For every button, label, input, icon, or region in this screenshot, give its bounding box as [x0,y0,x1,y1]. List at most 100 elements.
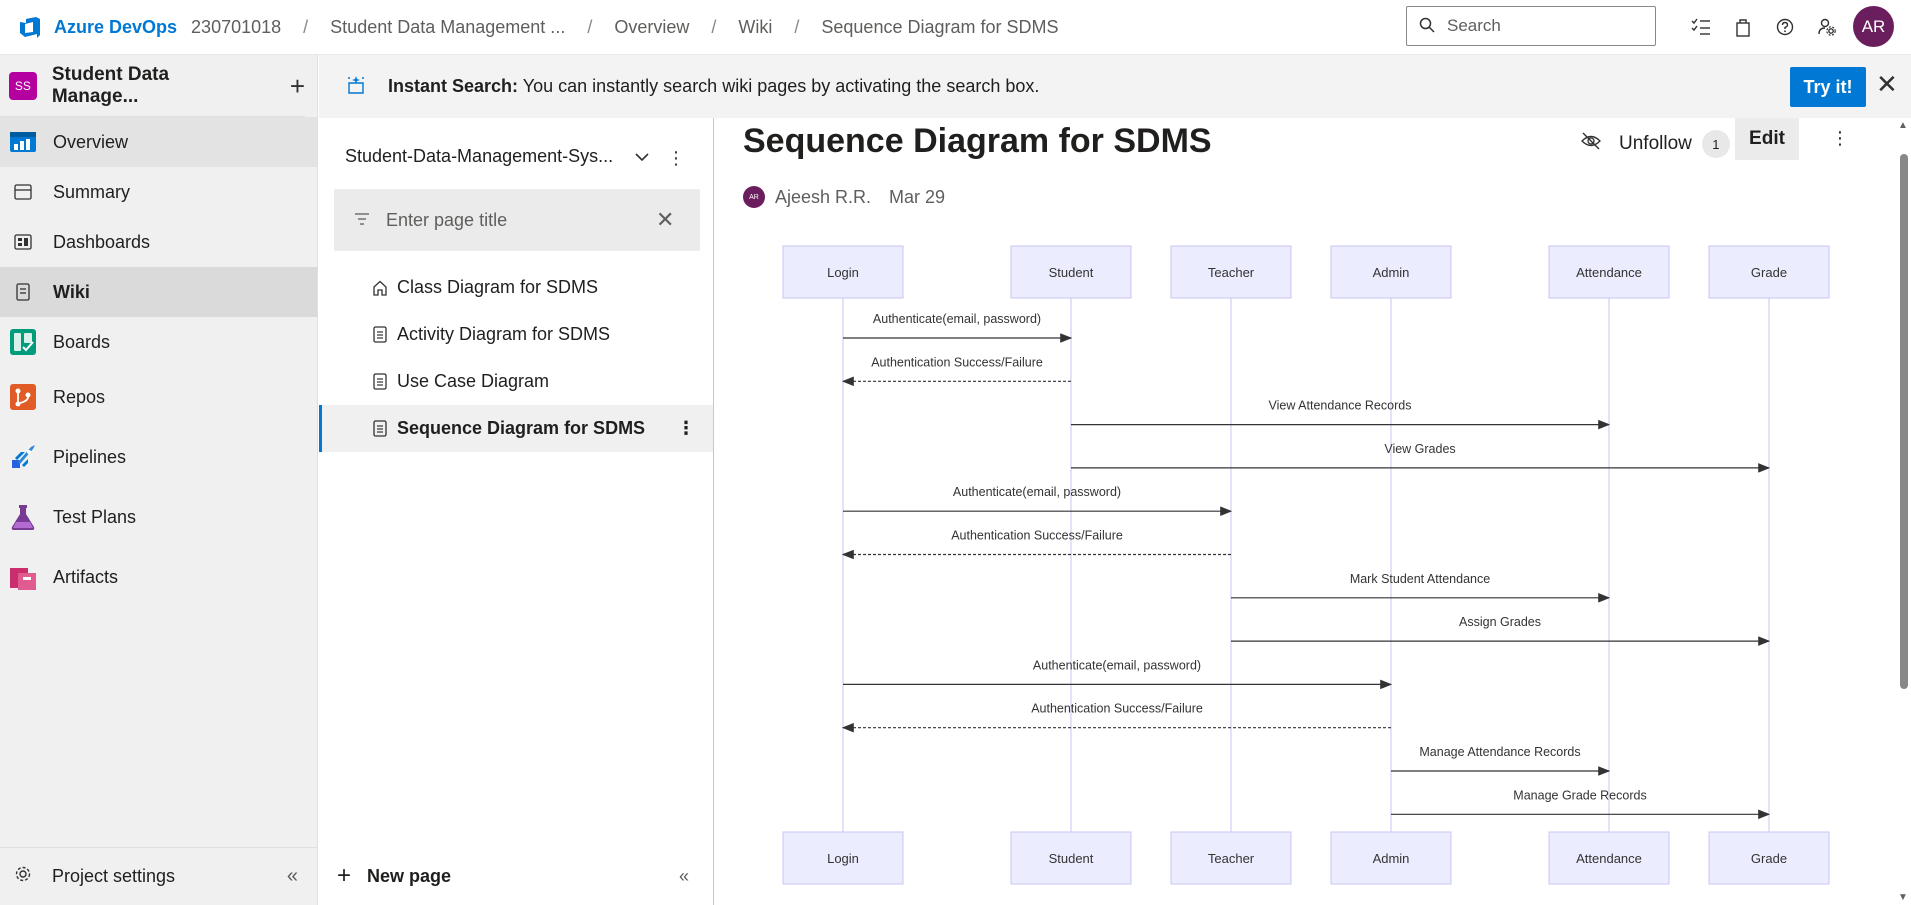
user-avatar[interactable]: AR [1853,6,1894,47]
page-item-activity-diagram[interactable]: Activity Diagram for SDMS [319,311,713,358]
new-page-button[interactable]: + New page [337,847,451,905]
close-icon[interactable]: ✕ [1876,69,1898,99]
more-options-icon[interactable]: ⋮ [677,418,695,438]
project-name[interactable]: Student Data Manage... [51,63,170,107]
nav-label: Test Plans [53,506,137,527]
message-9: Authenticate(email, password) [843,658,1393,690]
participant-attendance-top: Attendance [1548,245,1670,299]
nav-label: Summary [53,181,131,202]
breadcrumb-overview[interactable]: Overview [614,16,690,37]
collapse-tree-icon[interactable]: « [679,866,690,886]
banner-message: You can instantly search wiki pages by a… [522,76,1040,96]
edit-button[interactable]: Edit [1735,118,1799,160]
user-settings-icon[interactable] [1806,12,1848,42]
wiki-selector[interactable]: Student-Data-Management-Sys... [345,146,649,167]
page-label: Use Case Diagram [397,371,550,391]
collapse-nav-icon[interactable]: « [286,865,298,887]
nav-item-dashboards[interactable]: Dashboards [0,217,317,267]
svg-text:Login: Login [827,851,859,866]
breadcrumb-page[interactable]: Sequence Diagram for SDMS [821,16,1059,37]
message-4: View Grades [1071,442,1771,473]
pipelines-icon [8,442,38,472]
participant-login-top: Login [782,245,904,299]
page-filter-input[interactable] [386,209,656,231]
azure-devops-logo-icon[interactable] [14,12,44,42]
svg-text:Assign Grades: Assign Grades [1459,615,1541,629]
sequence-diagram: LoginLoginStudentStudentTeacherTeacherAd… [782,245,1830,885]
artifacts-icon [8,562,38,592]
content-scrollbar[interactable]: ▲ ▼ [1895,118,1911,905]
checklist-icon[interactable] [1680,12,1722,42]
svg-text:Grade: Grade [1751,265,1787,280]
wiki-content: Sequence Diagram for SDMS Unfollow 1 Edi… [715,118,1895,905]
more-options-icon[interactable]: ⋮ [667,148,685,168]
breadcrumb-organization[interactable]: 230701018 [191,16,282,37]
message-3: View Attendance Records [1071,399,1611,430]
participant-grade-bottom: Grade [1708,831,1830,885]
breadcrumb-separator: / [587,16,593,37]
svg-text:Authenticate(email, password): Authenticate(email, password) [953,485,1121,499]
more-options-icon[interactable]: ⋮ [1831,128,1849,148]
breadcrumb-wiki[interactable]: Wiki [738,16,773,37]
page-icon [371,420,389,437]
nav-label: Dashboards [53,231,151,252]
breadcrumb-separator: / [711,16,717,37]
svg-text:Authentication Success/Failure: Authentication Success/Failure [871,355,1043,369]
message-5: Authenticate(email, password) [843,485,1233,517]
page-item-use-case-diagram[interactable]: Use Case Diagram [319,358,713,405]
search-box[interactable] [1406,6,1656,46]
participant-login-bottom: Login [782,831,904,885]
repos-icon [8,382,38,412]
message-12: Manage Grade Records [1391,788,1771,820]
help-icon[interactable] [1764,12,1806,42]
follower-count-badge: 1 [1701,130,1730,158]
try-it-button[interactable]: Try it! [1790,67,1866,107]
nav-item-repos[interactable]: Repos [0,367,317,427]
scroll-up-icon[interactable]: ▲ [1898,120,1908,131]
project-settings-button[interactable]: Project settings « [0,847,318,905]
scroll-thumb[interactable] [1900,154,1908,689]
svg-text:Authenticate(email, password): Authenticate(email, password) [873,312,1041,326]
add-icon: + [337,862,352,889]
wiki-name: Student-Data-Management-Sys... [345,146,614,166]
unfollow-button[interactable]: Unfollow 1 [1581,130,1730,158]
svg-text:Manage Attendance Records: Manage Attendance Records [1419,745,1580,759]
page-label: Activity Diagram for SDMS [397,324,611,344]
message-10: Authentication Success/Failure [841,702,1391,733]
nav-item-boards[interactable]: Boards [0,317,317,367]
message-7: Mark Student Attendance [1231,572,1611,603]
project-navigation: SS Student Data Manage... + Overview Sum… [0,55,318,905]
page-item-class-diagram[interactable]: Class Diagram for SDMS [319,264,713,311]
nav-item-artifacts[interactable]: Artifacts [0,547,317,607]
nav-item-test-plans[interactable]: Test Plans [0,487,317,547]
svg-text:Authenticate(email, password): Authenticate(email, password) [1033,658,1201,672]
svg-text:Authentication Success/Failure: Authentication Success/Failure [1031,702,1203,716]
page-icon [371,373,389,390]
author-name[interactable]: Ajeesh R.R. [775,186,872,207]
breadcrumb-project[interactable]: Student Data Management ... [330,16,566,37]
page-filter[interactable]: ✕ [334,189,700,251]
search-input[interactable] [1447,16,1637,36]
brand-link[interactable]: Azure DevOps [54,16,178,37]
page-item-sequence-diagram[interactable]: Sequence Diagram for SDMS ⋮ [319,405,713,452]
home-icon [371,280,389,296]
participant-attendance-bottom: Attendance [1548,831,1670,885]
message-11: Manage Attendance Records [1391,745,1611,776]
test-plans-icon [8,502,38,532]
page-label: Class Diagram for SDMS [397,277,599,297]
scroll-down-icon[interactable]: ▼ [1898,892,1908,903]
clear-filter-icon[interactable]: ✕ [656,207,675,232]
nav-label: Artifacts [53,566,119,587]
page-title: Sequence Diagram for SDMS [743,122,1212,160]
message-8: Assign Grades [1231,615,1771,646]
participant-teacher-top: Teacher [1170,245,1292,299]
add-icon[interactable]: + [289,70,305,101]
svg-text:Student: Student [1049,265,1094,280]
shopping-bag-icon[interactable] [1722,12,1764,42]
project-header[interactable]: SS Student Data Manage... + [0,55,305,117]
nav-item-overview[interactable]: Overview [0,117,317,167]
page-list: Class Diagram for SDMS Activity Diagram … [319,264,713,452]
nav-item-pipelines[interactable]: Pipelines [0,427,317,487]
nav-item-wiki[interactable]: Wiki [0,267,317,317]
nav-item-summary[interactable]: Summary [0,167,317,217]
